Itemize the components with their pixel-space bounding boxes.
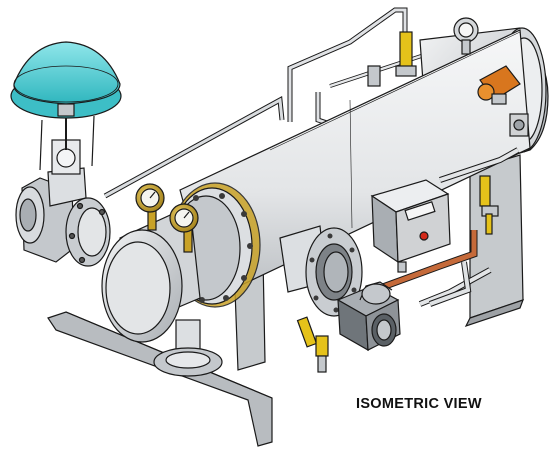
copper-pipe <box>378 147 520 307</box>
junction-box <box>370 179 451 273</box>
relief-valve <box>479 175 499 235</box>
heat-exchanger-shell <box>101 27 549 377</box>
temperature-gauge <box>169 203 199 253</box>
control-valve <box>15 112 111 267</box>
pressure-gauge <box>135 183 165 231</box>
yellow-handle <box>296 316 329 373</box>
view-label: ISOMETRIC VIEW <box>356 396 482 412</box>
shell-gauge <box>367 17 479 87</box>
thermostat <box>477 65 529 137</box>
valve-actuator <box>10 41 122 119</box>
lower-instrument <box>336 281 401 352</box>
